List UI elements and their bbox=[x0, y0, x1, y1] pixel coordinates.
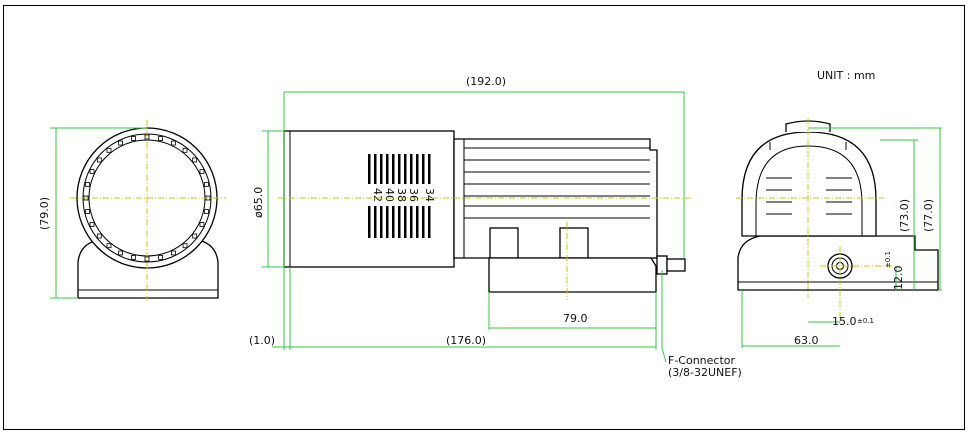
vent-slot bbox=[398, 206, 401, 238]
side-focus-marks: 34 36 38 40 42 bbox=[371, 188, 436, 202]
rear-view: (77.0) (73.0) 12.0 ±0.1 15.0 ±0.1 63.0 bbox=[736, 118, 942, 348]
side-fins bbox=[464, 147, 650, 219]
lens-dot bbox=[182, 147, 188, 153]
vent-slot bbox=[386, 206, 389, 238]
vent-slot bbox=[404, 154, 407, 184]
front-height-label: (79.0) bbox=[38, 197, 51, 230]
mark-42: 42 bbox=[371, 188, 384, 202]
vent-slot bbox=[386, 154, 389, 184]
lens-dot bbox=[89, 169, 95, 174]
unit-label: UNIT : mm bbox=[817, 69, 875, 82]
rear-fins bbox=[766, 177, 852, 215]
vent-slot bbox=[374, 154, 377, 184]
vent-slot bbox=[416, 154, 419, 184]
side-view: 34 36 38 40 42 (192.0) ø65.0 79.0 bbox=[249, 75, 742, 379]
lens-dot bbox=[192, 233, 198, 239]
rear-connector-height: 12.0 bbox=[892, 266, 905, 291]
vent-slot bbox=[398, 154, 401, 184]
side-base bbox=[488, 257, 657, 293]
connector-leader bbox=[661, 270, 667, 363]
vent-slot bbox=[368, 154, 371, 184]
vent-slot bbox=[380, 206, 383, 238]
rear-housing-inner bbox=[755, 145, 863, 236]
vent-slot bbox=[410, 206, 413, 238]
lens-dot bbox=[85, 209, 90, 214]
side-connector-body bbox=[666, 258, 686, 272]
vent-slot bbox=[428, 154, 431, 184]
lens-dot bbox=[199, 169, 205, 174]
lens-dot bbox=[131, 136, 136, 141]
rear-notch-ticks bbox=[769, 142, 847, 150]
vent-slot bbox=[422, 206, 425, 238]
vent-slot bbox=[416, 206, 419, 238]
connector-spec: (3/8-32UNEF) bbox=[668, 366, 742, 379]
side-base-tab-1 bbox=[489, 227, 519, 259]
vent-slot bbox=[392, 154, 395, 184]
lens-dot bbox=[131, 255, 136, 260]
lens-dot bbox=[118, 140, 123, 146]
lens-dot bbox=[199, 222, 205, 227]
vent-slot bbox=[374, 206, 377, 238]
lens-dot bbox=[118, 250, 123, 256]
side-overall-length: (192.0) bbox=[466, 75, 506, 88]
side-offset-label: (1.0) bbox=[249, 334, 275, 347]
lens-dot bbox=[204, 182, 209, 187]
side-diameter-label: ø65.0 bbox=[252, 187, 265, 218]
rear-connector-offset: 15.0 bbox=[832, 315, 857, 328]
side-body-length: (176.0) bbox=[446, 334, 486, 347]
lens-dot bbox=[89, 222, 95, 227]
rear-connector-height-tol: ±0.1 bbox=[884, 251, 892, 268]
vent-slot bbox=[380, 154, 383, 184]
rear-outer-height: (77.0) bbox=[922, 199, 935, 232]
rear-inner-height: (73.0) bbox=[898, 199, 911, 232]
lens-dot bbox=[158, 255, 163, 260]
rear-housing bbox=[741, 131, 877, 237]
lens-dot bbox=[106, 147, 112, 153]
lens-dot bbox=[182, 243, 188, 249]
side-vent-slots bbox=[368, 154, 431, 238]
lens-dot bbox=[106, 243, 112, 249]
vent-slot bbox=[410, 154, 413, 184]
lens-dot bbox=[204, 209, 209, 214]
vent-slot bbox=[422, 154, 425, 184]
lens-dot bbox=[85, 182, 90, 187]
lens-dot bbox=[96, 233, 102, 239]
vent-slot bbox=[368, 206, 371, 238]
lens-dot bbox=[192, 157, 198, 163]
lens-dot bbox=[158, 136, 163, 141]
side-base-tab-2 bbox=[559, 227, 589, 259]
connector-label: F-Connector bbox=[668, 354, 736, 367]
lens-dot bbox=[171, 140, 176, 146]
rear-width: 63.0 bbox=[794, 334, 819, 347]
front-view: (79.0) bbox=[38, 120, 226, 300]
vent-slot bbox=[392, 206, 395, 238]
lens-dot bbox=[171, 250, 176, 256]
mark-34: 34 bbox=[423, 188, 436, 202]
vent-slot bbox=[404, 206, 407, 238]
rear-connector-offset-tol: ±0.1 bbox=[857, 317, 874, 325]
side-base-length: 79.0 bbox=[563, 312, 588, 325]
vent-slot bbox=[428, 206, 431, 238]
lens-dot bbox=[96, 157, 102, 163]
